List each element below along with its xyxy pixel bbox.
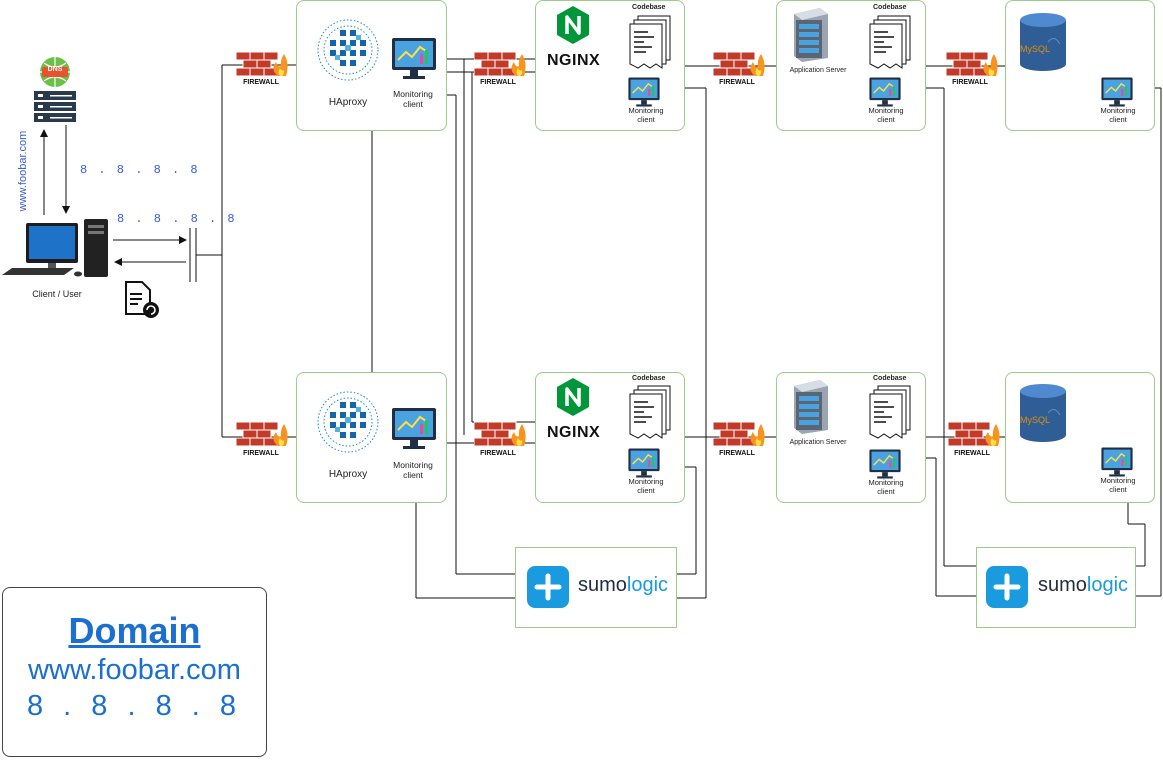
dns-badge: DNS bbox=[47, 66, 63, 73]
monitoring-label: client bbox=[403, 99, 423, 109]
database-icon: MySQL bbox=[1018, 12, 1068, 72]
codebase-document-icon bbox=[628, 14, 674, 70]
firewall-label: FIREWALL bbox=[480, 450, 516, 457]
domain-info-card: Domain www.foobar.com 8 . 8 . 8 . 8 bbox=[2, 587, 267, 757]
firewall-icon bbox=[712, 48, 765, 78]
firewall-icon bbox=[947, 418, 1000, 448]
monitoring-client-icon bbox=[1100, 446, 1134, 478]
monitoring-label: Monitoring bbox=[868, 106, 904, 115]
domain-ip: 8 . 8 . 8 . 8 bbox=[26, 690, 243, 722]
domain-url: www.foobar.com bbox=[28, 654, 241, 686]
firewall-label: FIREWALL bbox=[719, 79, 755, 86]
firewall-label: FIREWALL bbox=[243, 450, 279, 457]
firewall-icon bbox=[473, 418, 526, 448]
sumologic-logo-text: sumologic bbox=[578, 574, 668, 597]
codebase-document-icon bbox=[868, 14, 914, 70]
codebase-label: Codebase bbox=[632, 4, 666, 11]
sumologic-text-part2: logic bbox=[1086, 574, 1129, 596]
monitoring-label: client bbox=[877, 487, 895, 496]
firewall-label: FIREWALL bbox=[952, 79, 988, 86]
monitoring-label: client bbox=[1109, 485, 1127, 494]
monitoring-label: Monitoring bbox=[393, 460, 433, 470]
monitoring-label: Monitoring bbox=[628, 106, 664, 115]
database-icon: MySQL bbox=[1018, 383, 1068, 443]
firewall-icon bbox=[235, 418, 288, 448]
sumologic-text-part2: logic bbox=[626, 574, 669, 596]
domain-title: Domain bbox=[68, 610, 201, 651]
firewall-icon bbox=[473, 48, 526, 78]
monitoring-label: Monitoring bbox=[868, 478, 904, 487]
monitoring-client-icon bbox=[390, 406, 438, 454]
nginx-label: NGINX bbox=[547, 424, 601, 441]
monitoring-label: client bbox=[637, 115, 655, 124]
codebase-label: Codebase bbox=[632, 375, 666, 382]
document-refresh-icon bbox=[124, 280, 162, 320]
mysql-label: MySQL bbox=[1020, 44, 1051, 54]
monitoring-client-icon bbox=[868, 76, 902, 108]
firewall-label: FIREWALL bbox=[243, 79, 279, 86]
sumologic-plus-icon bbox=[527, 566, 569, 608]
monitoring-client-icon bbox=[390, 36, 438, 84]
firewall-label: FIREWALL bbox=[480, 79, 516, 86]
codebase-document-icon bbox=[868, 384, 914, 440]
sumologic-text-part1: sumo bbox=[1038, 574, 1087, 596]
monitoring-label: Monitoring bbox=[1100, 476, 1136, 485]
server-tower-icon bbox=[790, 378, 832, 434]
haproxy-label: HAproxy bbox=[328, 97, 368, 108]
request-ip: 8 . 8 . 8 . 8 bbox=[117, 212, 237, 226]
sumologic-plus-icon bbox=[986, 566, 1028, 608]
mysql-label: MySQL bbox=[1020, 415, 1051, 425]
monitoring-label: client bbox=[637, 486, 655, 495]
nginx-logo-icon bbox=[555, 5, 591, 45]
monitoring-label: client bbox=[1109, 115, 1127, 124]
app-server-label: Application Server bbox=[789, 67, 847, 74]
monitoring-client-icon bbox=[1100, 76, 1134, 108]
firewall-icon bbox=[712, 418, 765, 448]
dns-response-ip: 8 . 8 . 8 . 8 bbox=[80, 163, 200, 177]
monitoring-label: Monitoring bbox=[1100, 106, 1136, 115]
dns-query-domain: www.foobar.com bbox=[17, 130, 29, 212]
nginx-logo-icon bbox=[555, 377, 591, 417]
haproxy-label: HAproxy bbox=[328, 469, 368, 480]
monitoring-client-icon bbox=[627, 447, 661, 479]
monitoring-label: client bbox=[877, 115, 895, 124]
codebase-label: Codebase bbox=[873, 375, 907, 382]
server-tower-icon bbox=[790, 6, 832, 62]
dns-server-icon: DNS bbox=[28, 55, 80, 125]
firewall-label: FIREWALL bbox=[719, 450, 755, 457]
haproxy-icon bbox=[316, 390, 380, 454]
nginx-label: NGINX bbox=[547, 52, 601, 69]
monitoring-label: client bbox=[403, 470, 423, 480]
monitoring-client-icon bbox=[868, 448, 902, 480]
codebase-document-icon bbox=[628, 384, 674, 440]
app-server-label: Application Server bbox=[789, 439, 847, 446]
haproxy-icon bbox=[316, 18, 380, 82]
firewall-icon bbox=[235, 48, 288, 78]
sumologic-logo-text: sumologic bbox=[1038, 574, 1128, 597]
sumologic-text-part1: sumo bbox=[578, 574, 627, 596]
client-label: Client / User bbox=[32, 289, 82, 299]
client-computer-icon bbox=[0, 215, 112, 280]
monitoring-label: Monitoring bbox=[393, 89, 433, 99]
firewall-label: FIREWALL bbox=[954, 450, 990, 457]
firewall-icon bbox=[945, 48, 998, 78]
monitoring-label: Monitoring bbox=[628, 477, 664, 486]
codebase-label: Codebase bbox=[873, 4, 907, 11]
monitoring-client-icon bbox=[627, 76, 661, 108]
